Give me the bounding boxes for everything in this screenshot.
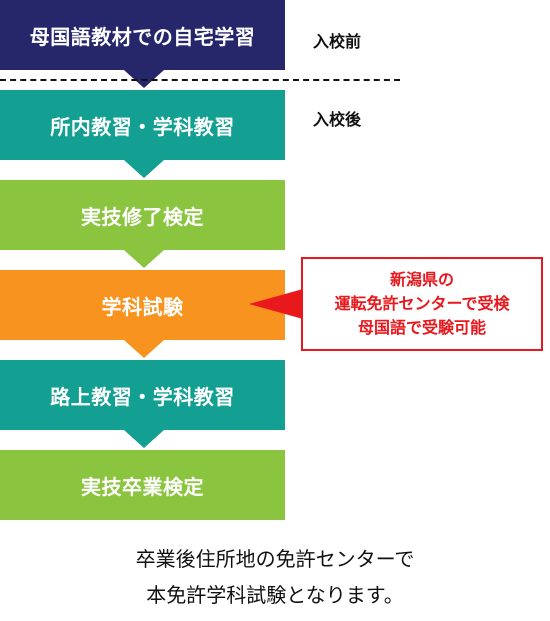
flow-step-label: 実技卒業検定	[81, 474, 204, 499]
flow-step-label: 実技修了検定	[81, 204, 204, 229]
exam-info-callout: 新潟県の 運転免許センターで受検 母国語で受験可能	[301, 257, 543, 351]
flow-step-label: 母国語教材での自宅学習	[29, 24, 256, 49]
flow-arrow	[124, 430, 164, 448]
flow-step-road-lessons: 路上教習・学科教習	[0, 360, 285, 430]
flow-arrow	[124, 250, 164, 268]
callout-pointer-arrow	[249, 289, 303, 319]
before-enrollment-label: 入校前	[313, 32, 362, 51]
flow-step-in-school-lessons: 所内教習・学科教習	[0, 90, 285, 160]
flow-step-label: 所内教習・学科教習	[50, 114, 235, 139]
flow-step-label: 学科試験	[101, 294, 184, 319]
flow-arrow	[124, 340, 164, 358]
flow-step-written-exam: 学科試験	[0, 270, 285, 340]
flow-step-home-study: 母国語教材での自宅学習	[0, 0, 285, 70]
graduation-note: 卒業後住所地の免許センターで 本免許学科試験となります。	[0, 541, 550, 613]
enrollment-divider	[0, 79, 400, 81]
callout-line: 新潟県の	[389, 270, 454, 289]
callout-line: 母国語で受験可能	[357, 318, 486, 337]
after-enrollment-label: 入校後	[313, 110, 362, 129]
flow-step-graduation-test: 実技卒業検定	[0, 450, 285, 520]
callout-line: 運転免許センターで受検	[334, 294, 510, 313]
graduation-note-line: 本免許学科試験となります。	[146, 583, 404, 607]
flow-arrow	[124, 160, 164, 178]
flow-step-practical-completion-test: 実技修了検定	[0, 180, 285, 250]
graduation-note-line: 卒業後住所地の免許センターで	[135, 547, 415, 571]
flow-step-label: 路上教習・学科教習	[50, 384, 235, 409]
